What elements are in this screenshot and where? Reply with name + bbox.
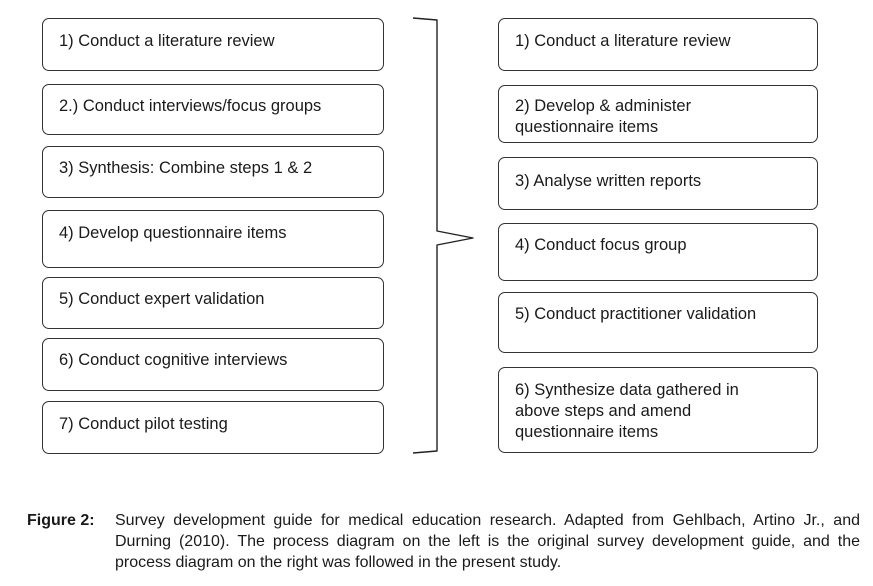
right-step-label: 5) Conduct practitioner validation: [515, 305, 757, 323]
right-step-label: 4) Conduct focus group: [515, 236, 687, 254]
left-step-box-4: 4) Develop questionnaire items: [42, 210, 384, 268]
left-step-label: 5) Conduct expert validation: [59, 290, 265, 308]
left-step-label: 7) Conduct pilot testing: [59, 415, 228, 433]
left-step-label: 1) Conduct a literature review: [59, 32, 275, 50]
left-step-label: 2.) Conduct interviews/focus groups: [59, 97, 322, 115]
right-step-box-2: 2) Develop & administer questionnaire it…: [498, 85, 818, 143]
right-step-label: 3) Analyse written reports: [515, 172, 702, 190]
left-step-box-2: 2.) Conduct interviews/focus groups: [42, 84, 384, 135]
right-step-box-3: 3) Analyse written reports: [498, 157, 818, 210]
right-step-label: 1) Conduct a literature review: [515, 32, 731, 50]
left-step-box-7: 7) Conduct pilot testing: [42, 401, 384, 454]
right-step-box-4: 4) Conduct focus group: [498, 223, 818, 281]
left-step-box-1: 1) Conduct a literature review: [42, 18, 384, 71]
right-step-box-1: 1) Conduct a literature review: [498, 18, 818, 71]
left-step-label: 4) Develop questionnaire items: [59, 224, 287, 242]
left-step-box-3: 3) Synthesis: Combine steps 1 & 2: [42, 146, 384, 198]
right-step-box-6: 6) Synthesize data gathered in above ste…: [498, 367, 818, 453]
left-step-box-6: 6) Conduct cognitive interviews: [42, 338, 384, 391]
right-step-label: 2) Develop & administer questionnaire it…: [515, 97, 692, 136]
left-step-label: 6) Conduct cognitive interviews: [59, 351, 288, 369]
caption-text: Survey development guide for medical edu…: [115, 512, 860, 571]
left-step-box-5: 5) Conduct expert validation: [42, 277, 384, 329]
caption-label: Figure 2:: [27, 512, 95, 529]
right-step-box-5: 5) Conduct practitioner validation: [498, 292, 818, 353]
right-step-label: 6) Synthesize data gathered in above ste…: [515, 381, 739, 441]
left-step-label: 3) Synthesis: Combine steps 1 & 2: [59, 159, 313, 177]
